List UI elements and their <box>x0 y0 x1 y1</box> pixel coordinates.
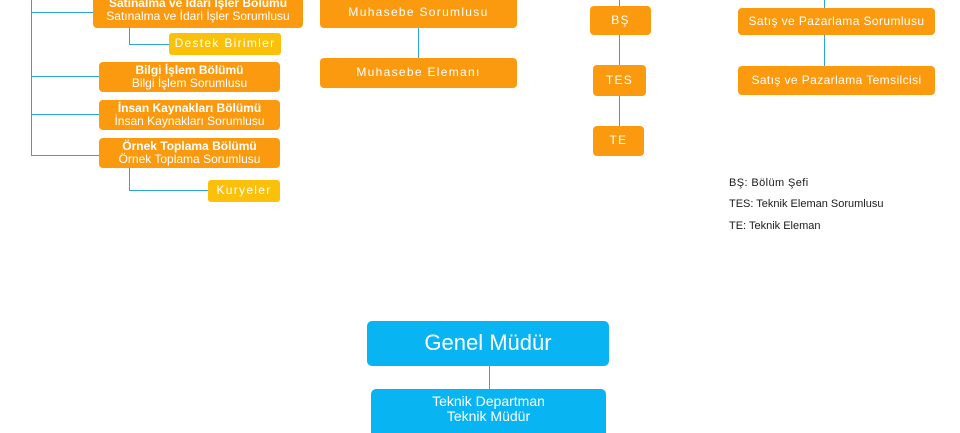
kuryeler-label: Kuryeler <box>216 183 272 198</box>
genel-mudur-label: Genel Müdür <box>424 330 552 356</box>
tes-box: TES <box>593 65 646 96</box>
connector-satis-top <box>824 0 825 8</box>
satinalma-subtitle: Satınalma ve İdari İşler Sorumlusu <box>106 9 290 23</box>
bilgi-subtitle: Bilgi İşlem Sorumlusu <box>131 76 248 90</box>
connector-left-trunk <box>31 0 32 156</box>
bs-label: BŞ <box>611 12 630 27</box>
teknik-departman-box: Teknik Departman Teknik Müdür <box>371 389 606 433</box>
legend-bs: BŞ: Bölüm Şefi <box>729 177 809 189</box>
muhasebe-sorumlusu-box: Muhasebe Sorumlusu <box>320 0 517 28</box>
connector-to-bilgi <box>31 76 100 77</box>
bs-box: BŞ <box>590 6 651 35</box>
insan-title: İnsan Kaynakları Bölümü <box>117 100 262 115</box>
te-label: TE <box>609 133 628 148</box>
satis-temsilcisi-label: Satış ve Pazarlama Temsilcisi <box>751 72 922 87</box>
legend-tes: TES: Teknik Eleman Sorumlusu <box>729 198 884 210</box>
satinalma-box: Satınalma ve İdari İşler Bölümü Satınalm… <box>93 0 303 28</box>
bilgi-title: Bilgi İşlem Bölümü <box>135 62 244 77</box>
te-box: TE <box>593 126 644 156</box>
destek-box: Destek Birimler <box>169 33 281 55</box>
satis-sorumlusu-label: Satış ve Pazarlama Sorumlusu <box>748 13 925 28</box>
connector-teknik-top <box>619 0 620 6</box>
connector-tes-te <box>619 96 620 126</box>
satis-sorumlusu-box: Satış ve Pazarlama Sorumlusu <box>738 8 935 35</box>
connector-to-satinalma <box>31 12 93 13</box>
teknik-departman-label: Teknik Departman <box>432 393 545 409</box>
satis-temsilcisi-box: Satış ve Pazarlama Temsilcisi <box>738 66 935 95</box>
muhasebe-elemani-label: Muhasebe Elemanı <box>356 65 481 80</box>
connector-to-ornek <box>31 155 100 156</box>
connector-satis <box>824 34 825 66</box>
destek-label: Destek Birimler <box>174 36 276 51</box>
connector-to-insan <box>31 114 100 115</box>
teknik-mudur-label: Teknik Müdür <box>446 408 531 425</box>
connector-satinalma-destek-h <box>129 44 169 45</box>
kuryeler-box: Kuryeler <box>208 180 280 202</box>
connector-bs-tes <box>619 34 620 65</box>
connector-muhasebe <box>418 28 419 58</box>
connector-genel-teknik <box>489 366 490 389</box>
connector-ornek-kurye-v <box>129 168 130 191</box>
tes-label: TES <box>605 72 634 87</box>
legend-te: TE: Teknik Eleman <box>729 220 821 232</box>
connector-satinalma-destek-v <box>129 28 130 45</box>
ornek-title: Örnek Toplama Bölümü <box>122 138 257 153</box>
insan-subtitle: İnsan Kaynakları Sorumlusu <box>114 114 265 128</box>
satinalma-title: Satınalma ve İdari İşler Bölümü <box>108 0 288 10</box>
insan-box: İnsan Kaynakları Bölümü İnsan Kaynakları… <box>99 100 280 130</box>
connector-ornek-kurye-h <box>129 190 208 191</box>
bilgi-box: Bilgi İşlem Bölümü Bilgi İşlem Sorumlusu <box>99 62 280 92</box>
genel-mudur-box: Genel Müdür <box>367 321 609 366</box>
muhasebe-elemani-box: Muhasebe Elemanı <box>320 58 517 88</box>
muhasebe-sorumlusu-label: Muhasebe Sorumlusu <box>348 4 489 19</box>
ornek-box: Örnek Toplama Bölümü Örnek Toplama Sorum… <box>99 138 280 168</box>
ornek-subtitle: Örnek Toplama Sorumlusu <box>118 152 261 166</box>
